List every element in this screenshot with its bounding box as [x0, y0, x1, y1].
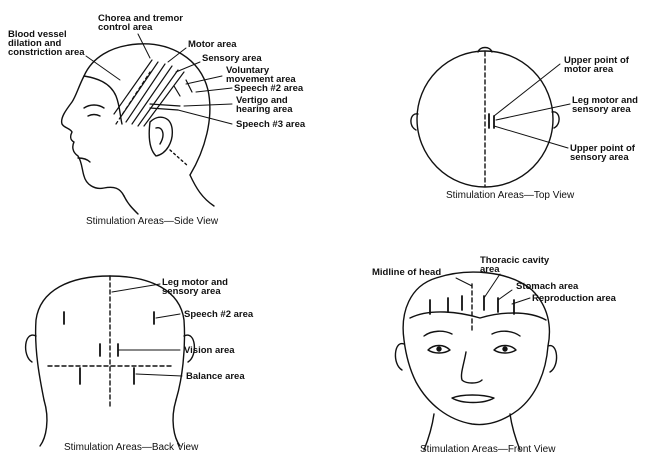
caption-back-view: Stimulation Areas—Back View — [64, 442, 198, 453]
label-blood-vessel: Blood vessel dilation and constriction a… — [8, 30, 92, 57]
caption-front-view: Stimulation Areas—Front View — [420, 444, 555, 455]
back-view-head — [26, 276, 195, 446]
label-leg-motor-back: Leg motor and sensory area — [162, 278, 242, 296]
label-midline-of-head: Midline of head — [372, 268, 441, 277]
caption-side-view: Stimulation Areas—Side View — [86, 216, 218, 227]
caption-top-view: Stimulation Areas—Top View — [446, 190, 574, 201]
label-reproduction-area: Reproduction area — [532, 294, 616, 303]
label-leg-motor-top: Leg motor and sensory area — [572, 96, 656, 114]
label-speech-2-back: Speech #2 area — [184, 310, 253, 319]
label-thoracic-cavity: Thoracic cavity area — [480, 256, 552, 274]
label-motor-area: Motor area — [188, 40, 237, 49]
label-upper-point-motor: Upper point of motor area — [564, 56, 646, 74]
top-view-head — [411, 48, 570, 188]
label-stomach-area: Stomach area — [516, 282, 578, 291]
label-vertigo-hearing: Vertigo and hearing area — [236, 96, 310, 114]
label-balance-area: Balance area — [186, 372, 245, 381]
label-upper-point-sensory: Upper point of sensory area — [570, 144, 656, 162]
label-sensory-area: Sensory area — [202, 54, 262, 63]
label-speech-2-side: Speech #2 area — [234, 84, 303, 93]
label-voluntary-movement: Voluntary movement area — [226, 66, 316, 84]
label-vision-area: Vision area — [184, 346, 235, 355]
label-chorea-tremor: Chorea and tremor control area — [98, 14, 208, 32]
label-speech-3: Speech #3 area — [236, 120, 305, 129]
